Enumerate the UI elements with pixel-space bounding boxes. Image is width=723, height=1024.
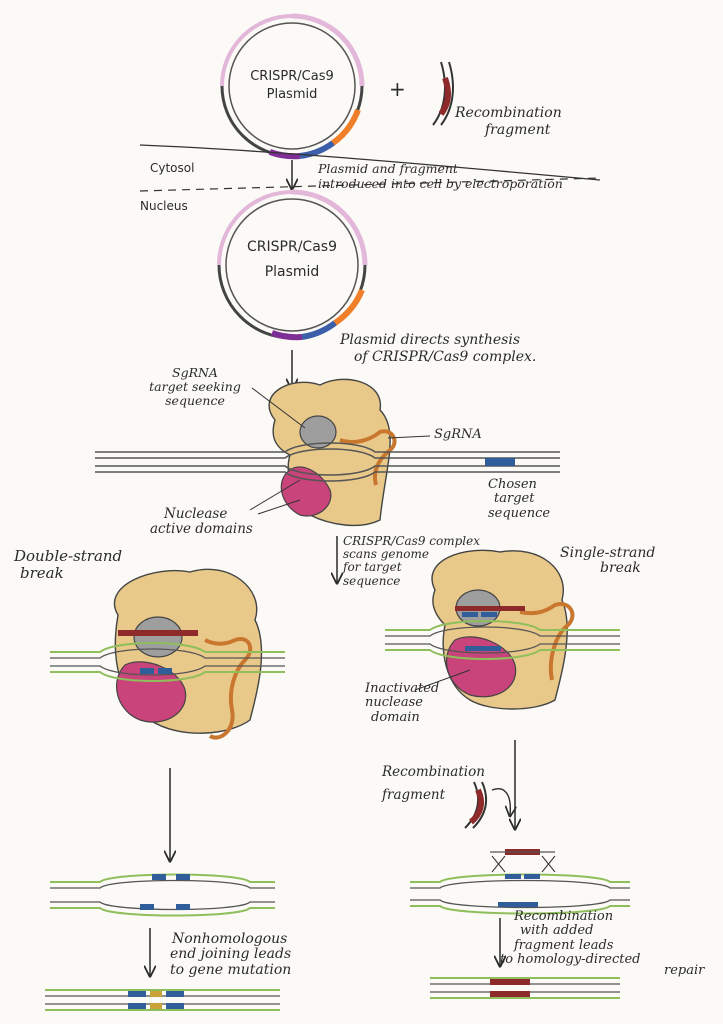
dna-nhej-result: [45, 989, 280, 1011]
synthesis-line2: of CRISPR/Cas9 complex.: [354, 349, 537, 366]
cas9-complex-scanning: [268, 378, 397, 527]
scan-line2: scans genome: [343, 547, 429, 562]
arrow-fragment-merge: [491, 788, 510, 815]
hdr-line2: with added: [520, 923, 594, 939]
pointer-nuclease-a: [249, 479, 301, 511]
cas9-complex-dsb: [113, 568, 263, 740]
dna-scanning: [95, 442, 560, 482]
nhej-line1: Nonhomologous: [172, 931, 288, 947]
sgrna-target-line1: SgRNA: [172, 365, 218, 380]
chosen-target-label: Chosen target sequence: [488, 477, 551, 521]
cytosol-label: Cytosol: [150, 161, 195, 175]
dna-nhej-break: [50, 873, 275, 917]
scan-line4: sequence: [343, 573, 401, 588]
hdr-label: Recombination with added fragment leads …: [500, 909, 705, 979]
hdr-line3: fragment leads: [514, 937, 614, 953]
plus-sign: +: [389, 77, 406, 101]
pointer-inactivated: [414, 669, 471, 691]
electroporation-line2: introduced into cell by electroporation: [318, 175, 563, 191]
hdr-line4: to homology-directed: [500, 951, 641, 967]
sgrna-target-label: SgRNA target seeking sequence: [135, 366, 255, 407]
plasmid-nucleus: [217, 189, 368, 341]
recomb-frag-line1: Recombination: [455, 105, 562, 121]
hdr-line5: repair: [664, 963, 705, 979]
plasmid-mid-line1: CRISPR/Cas9: [247, 239, 337, 255]
nuclease-line1: Nuclease: [164, 506, 228, 522]
sgrna-target-line3: sequence: [165, 392, 225, 408]
dsb-line2: break: [20, 563, 64, 582]
recomb-frag-line2: fragment: [485, 122, 551, 139]
plasmid-top-label: CRISPR/Cas9 Plasmid: [246, 69, 338, 103]
nhej-line2: end joining leads: [170, 946, 292, 963]
scan-line1: CRISPR/Cas9 complex: [343, 534, 480, 548]
ssb-line1: Single-strand: [560, 545, 656, 561]
pointer-nuclease-b: [257, 499, 301, 515]
plasmid-mid-line2: Plasmid: [264, 264, 320, 281]
chosen-line1: Chosen: [488, 477, 537, 492]
chosen-line2: target: [494, 491, 535, 507]
pointer-sgrna: [387, 435, 431, 439]
recombination-fragment-lower: [464, 781, 488, 829]
dna-hdr-result: [430, 977, 620, 999]
recombination-fragment-label: Recombination fragment: [455, 105, 562, 139]
electroporation-label: Plasmid and fragment introduced into cel…: [318, 162, 563, 191]
plasmid-mid-label: CRISPR/Cas9 Plasmid: [238, 239, 346, 281]
plasmid-top-line2: Plasmid: [266, 87, 318, 103]
dsb-line1: Double-strand: [14, 547, 123, 565]
hdr-line1: Recombination: [514, 909, 614, 924]
plasmid-top-line1: CRISPR/Cas9: [250, 69, 334, 84]
dna-dsb: [50, 630, 285, 682]
electroporation-line1: Plasmid and fragment: [318, 161, 458, 176]
nucleus-label: Nucleus: [140, 199, 188, 213]
nhej-label: Nonhomologous end joining leads to gene …: [170, 931, 292, 978]
inactivated-line2: nuclease: [365, 695, 423, 711]
cell-membrane: [139, 144, 601, 192]
nuclease-domains-label: Nuclease active domains: [150, 507, 253, 537]
scan-line3: for target: [343, 560, 402, 575]
recomb-frag2-line1: Recombination: [382, 764, 485, 780]
ssb-line2: break: [600, 560, 641, 577]
synthesis-line1: Plasmid directs synthesis: [340, 332, 520, 348]
dna-ssb: [385, 606, 620, 660]
inactivated-line1: Inactivated: [365, 681, 440, 696]
nuclease-line2: active domains: [150, 520, 253, 537]
inactivated-line3: domain: [371, 709, 420, 725]
double-strand-break-label: Double-strand break: [14, 548, 122, 581]
single-strand-break-label: Single-strand break: [560, 545, 656, 577]
sgrna-label: SgRNA: [434, 427, 482, 442]
inactivated-nuclease-label: Inactivated nuclease domain: [365, 681, 440, 725]
nhej-line3: to gene mutation: [170, 961, 292, 978]
scan-label: CRISPR/Cas9 complex scans genome for tar…: [343, 534, 480, 588]
dna-hdr-recombination: [410, 849, 630, 915]
synthesis-label: Plasmid directs synthesis of CRISPR/Cas9…: [340, 332, 537, 366]
recombination-fragment-top: [432, 61, 454, 126]
pointer-sgrna-target: [251, 387, 306, 429]
recombination-fragment-2-label: Recombination fragment: [382, 765, 485, 803]
sgrna-target-line2: target seeking: [149, 378, 241, 394]
plasmid-top: [220, 13, 365, 160]
recomb-frag2-line2: fragment: [382, 786, 446, 803]
chosen-line3: sequence: [488, 505, 551, 521]
